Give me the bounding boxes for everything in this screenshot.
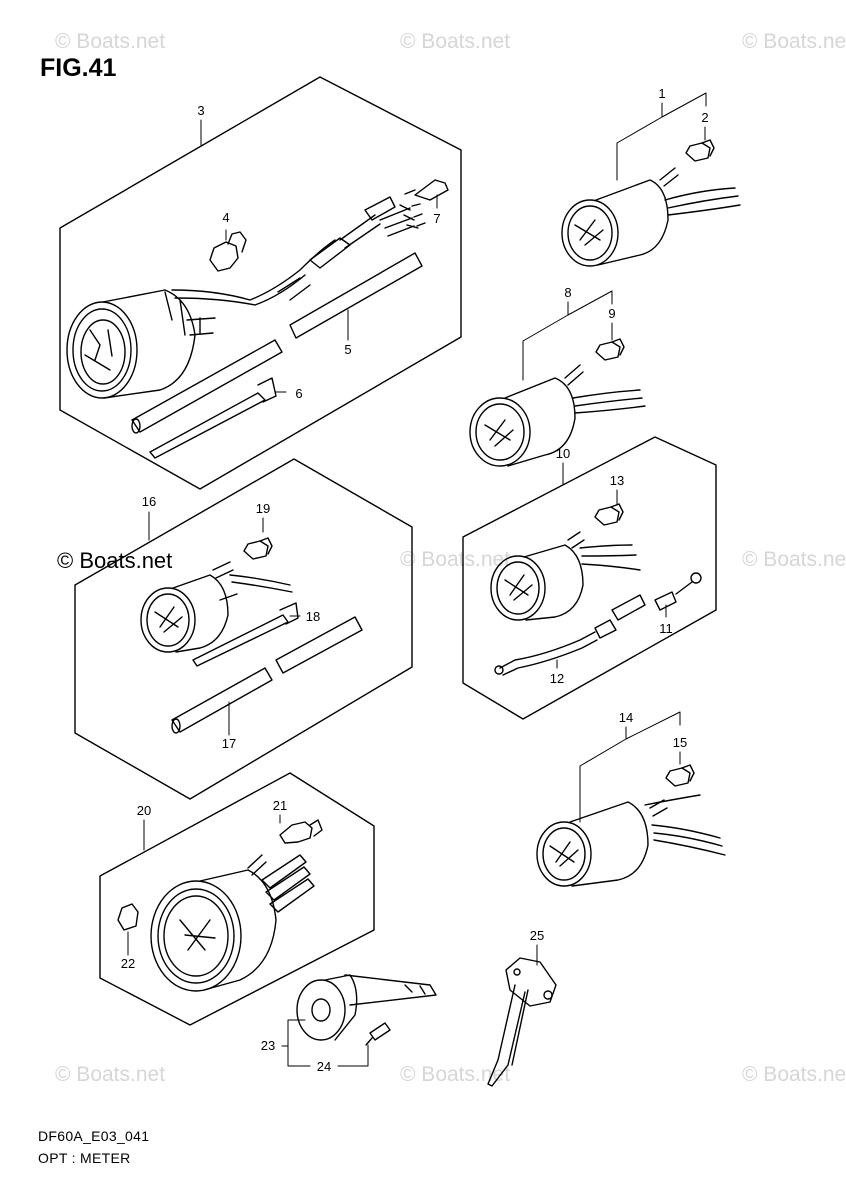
callout-20: 20 (137, 803, 151, 818)
clamp-part-6 (149, 377, 277, 459)
clamp-part-18 (192, 602, 299, 667)
connector-part-7 (404, 179, 449, 201)
callout-11: 11 (659, 621, 673, 636)
gauge-part-16 (140, 561, 293, 653)
callout-25: 25 (530, 928, 544, 943)
watermark: © Boats.net (400, 30, 511, 53)
bulb-part-19 (243, 537, 273, 560)
callout-6: 6 (295, 386, 302, 401)
callout-5: 5 (344, 342, 351, 357)
hose-part-5 (131, 252, 423, 434)
callout-21: 21 (273, 798, 287, 813)
gauge-part-20 (150, 854, 315, 992)
bracket-part-23 (296, 974, 437, 1041)
callout-7: 7 (433, 211, 440, 226)
sender-part-25 (487, 957, 557, 1087)
bulb-part-22 (117, 903, 139, 931)
screw-part-24 (365, 1022, 391, 1046)
gauge-part-10 (490, 531, 641, 621)
callout-12: 12 (550, 671, 564, 686)
gauge-part-3 (66, 196, 426, 399)
model-code: DF60A_E03_041 (38, 1128, 150, 1144)
watermark: © Boats.net (55, 1063, 166, 1086)
kit-outline-3 (59, 76, 462, 490)
bulb-part-13 (594, 503, 624, 526)
callout-19: 19 (256, 501, 270, 516)
harness-part-11 (654, 572, 702, 611)
bulb-part-9 (595, 338, 625, 361)
callout-16: 16 (142, 494, 156, 509)
callout-18: 18 (306, 609, 320, 624)
callout-15: 15 (673, 735, 687, 750)
gauge-part-1 (561, 167, 741, 267)
callout-1: 1 (658, 86, 665, 101)
callout-2: 2 (701, 110, 708, 125)
bulb-part-2 (685, 139, 715, 162)
watermark: © Boats.net (742, 30, 846, 53)
connector-part-21 (279, 819, 323, 844)
watermark: © Boats.net (742, 548, 846, 571)
kit-outline-16 (74, 458, 413, 800)
callout-3: 3 (197, 103, 204, 118)
bulb-part-4 (209, 231, 247, 272)
gauge-part-8 (469, 364, 646, 467)
callout-22: 22 (121, 956, 135, 971)
watermark-dark: © Boats.net (57, 548, 173, 573)
watermark: © Boats.net (400, 548, 511, 571)
watermark: © Boats.net (55, 30, 166, 53)
callout-23: 23 (261, 1038, 275, 1053)
callout-14: 14 (619, 710, 633, 725)
watermark: © Boats.net (400, 1063, 511, 1086)
leader-lines (127, 92, 707, 1067)
callout-9: 9 (608, 306, 615, 321)
harness-part-12 (494, 594, 646, 676)
callout-17: 17 (222, 736, 236, 751)
callout-labels: 1 2 3 4 5 6 7 8 9 10 11 12 13 14 15 16 1… (121, 86, 709, 1074)
kit-outline-20 (99, 772, 375, 1026)
callout-13: 13 (610, 473, 624, 488)
bulb-part-15 (665, 764, 695, 787)
callout-24: 24 (317, 1059, 331, 1074)
callout-8: 8 (564, 285, 571, 300)
callout-4: 4 (222, 210, 229, 225)
section-title: OPT : METER (38, 1150, 131, 1166)
watermark: © Boats.net (742, 1063, 846, 1086)
callout-10: 10 (556, 446, 570, 461)
hose-part-17 (171, 616, 363, 734)
kit-outline-10 (462, 436, 717, 720)
figure-title: FIG.41 (40, 54, 117, 82)
gauge-part-14 (536, 794, 726, 887)
